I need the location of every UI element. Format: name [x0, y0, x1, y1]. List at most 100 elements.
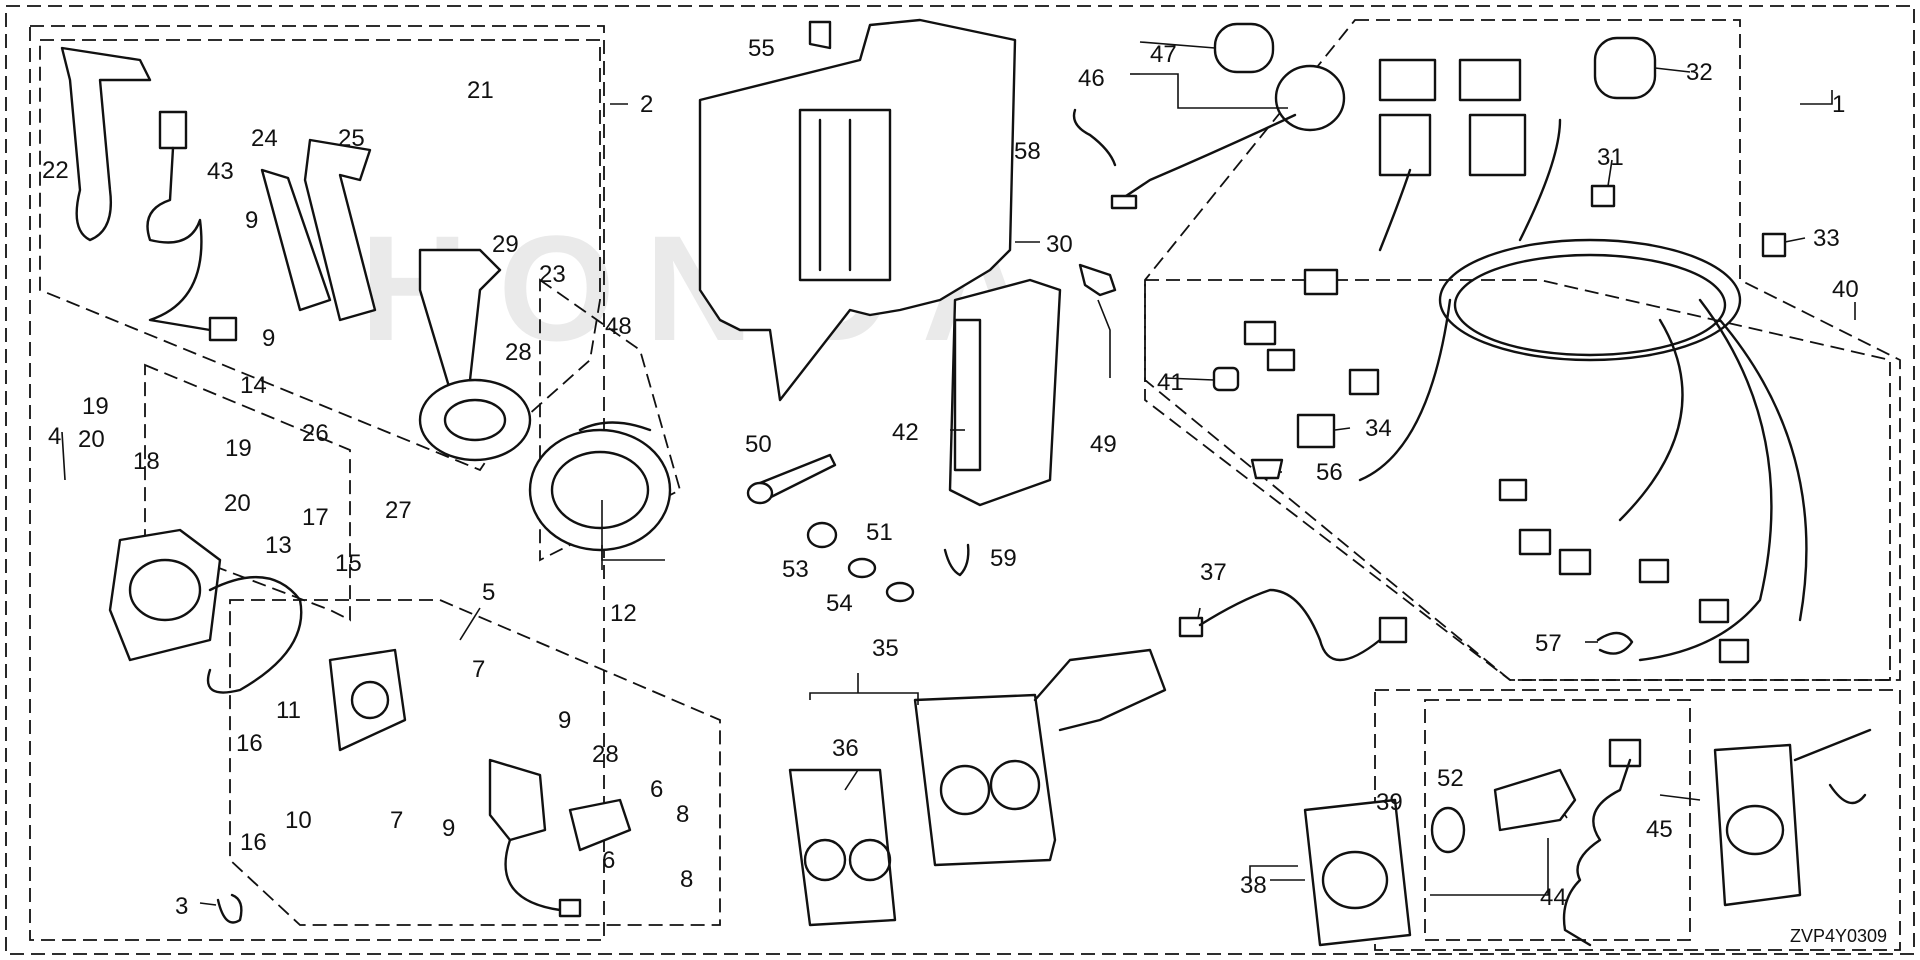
callout-25: 25 [338, 125, 365, 152]
callout-26: 26 [302, 420, 329, 447]
connector-31 [1590, 184, 1616, 208]
callout-9d: 9 [442, 815, 455, 842]
group-outline-44 [1424, 699, 1691, 941]
callout-1: 1 [1832, 91, 1845, 118]
connector-34 [1296, 413, 1336, 449]
band-57 [1596, 631, 1634, 655]
callout-21: 21 [467, 77, 494, 104]
callout-49: 49 [1090, 431, 1117, 458]
callout-28a: 28 [505, 339, 532, 366]
callout-44: 44 [1540, 884, 1567, 911]
throttle-arm-21 [418, 248, 532, 462]
callout-57: 57 [1535, 630, 1562, 657]
callout-34: 34 [1365, 415, 1392, 442]
callout-39: 39 [1376, 789, 1403, 816]
washer-53 [847, 557, 877, 579]
callout-9c: 9 [558, 707, 571, 734]
group-outline-2 [29, 25, 605, 941]
bracket-25 [303, 138, 377, 322]
cable-cap-46 [1110, 22, 1346, 210]
callout-38: 38 [1240, 872, 1267, 899]
group-outline-40 [1144, 279, 1891, 681]
callout-8a: 8 [676, 801, 689, 828]
callout-31: 31 [1597, 144, 1624, 171]
callout-30: 30 [1046, 231, 1073, 258]
callout-23: 23 [539, 261, 566, 288]
main-bracket-30 [698, 18, 1017, 402]
harness-37 [1178, 588, 1408, 662]
connector-block-1 [1378, 58, 1527, 177]
ring-12 [528, 421, 672, 552]
callout-35: 35 [872, 635, 899, 662]
callout-labels: 1 2 3 4 5 6 6 7 7 8 8 9 9 9 9 10 11 12 1… [42, 35, 1859, 920]
callout-58: 58 [1014, 138, 1041, 165]
callout-53: 53 [782, 556, 809, 583]
callout-6b: 6 [602, 847, 615, 874]
lanyard-45 [1562, 758, 1632, 947]
cap-32 [1593, 36, 1657, 100]
callout-18: 18 [133, 448, 160, 475]
callout-9b: 9 [262, 325, 275, 352]
callout-42: 42 [892, 419, 919, 446]
callout-4: 4 [48, 423, 61, 450]
washer-54 [885, 581, 915, 603]
panel-right [1713, 728, 1872, 907]
callout-55: 55 [748, 35, 775, 62]
ecu-42 [948, 278, 1062, 507]
connector-33 [1761, 232, 1787, 258]
callout-22: 22 [42, 157, 69, 184]
outer-frame [5, 5, 1915, 955]
clip-59 [943, 543, 970, 577]
callout-51: 51 [866, 519, 893, 546]
key-switch-52 [1430, 738, 1642, 854]
callout-7b: 7 [390, 807, 403, 834]
controller-unit-5 [328, 648, 632, 918]
callout-59: 59 [990, 545, 1017, 572]
callout-43: 43 [207, 158, 234, 185]
callout-54: 54 [826, 590, 853, 617]
strap-58 [1072, 108, 1117, 167]
harness-coil-40 [1358, 118, 1808, 662]
callout-37: 37 [1200, 559, 1227, 586]
callout-52: 52 [1437, 765, 1464, 792]
callout-6a: 6 [650, 776, 663, 803]
callout-10: 10 [285, 807, 312, 834]
callout-15: 15 [335, 550, 362, 577]
callout-27: 27 [385, 497, 412, 524]
callout-20b: 20 [224, 490, 251, 517]
harness-connectors-40 [1243, 268, 1750, 664]
callout-19a: 19 [82, 393, 109, 420]
callout-33: 33 [1813, 225, 1840, 252]
callout-16b: 16 [240, 829, 267, 856]
washer-50-head [746, 481, 774, 505]
callout-3: 3 [175, 893, 188, 920]
callout-32: 32 [1686, 59, 1713, 86]
callout-11: 11 [276, 697, 301, 724]
callout-8b: 8 [680, 866, 693, 893]
callout-36: 36 [832, 735, 859, 762]
band-14 [206, 575, 303, 694]
bolt-49 [1078, 263, 1117, 297]
callout-5: 5 [482, 579, 495, 606]
coiled-cable-43 [146, 110, 238, 342]
group-outline-1 [1144, 19, 1901, 681]
callout-45: 45 [1646, 816, 1673, 843]
callout-12: 12 [610, 600, 637, 627]
callout-24: 24 [251, 125, 278, 152]
base-housing-13 [108, 528, 222, 662]
diagram-code: ZVP4Y0309 [1790, 926, 1887, 946]
callout-2: 2 [640, 91, 653, 118]
callout-47: 47 [1150, 41, 1177, 68]
clip-56 [1250, 458, 1284, 480]
callout-41: 41 [1157, 369, 1184, 396]
leader-lines [61, 41, 1856, 906]
callout-40: 40 [1832, 276, 1859, 303]
bracket-plate-24 [260, 168, 332, 312]
cap-41 [1212, 366, 1240, 392]
callout-9a: 9 [245, 207, 258, 234]
switch-panel-35 [788, 648, 1167, 927]
callout-29: 29 [492, 231, 519, 258]
clip-3 [216, 893, 243, 924]
group-outline-14 [144, 363, 351, 622]
